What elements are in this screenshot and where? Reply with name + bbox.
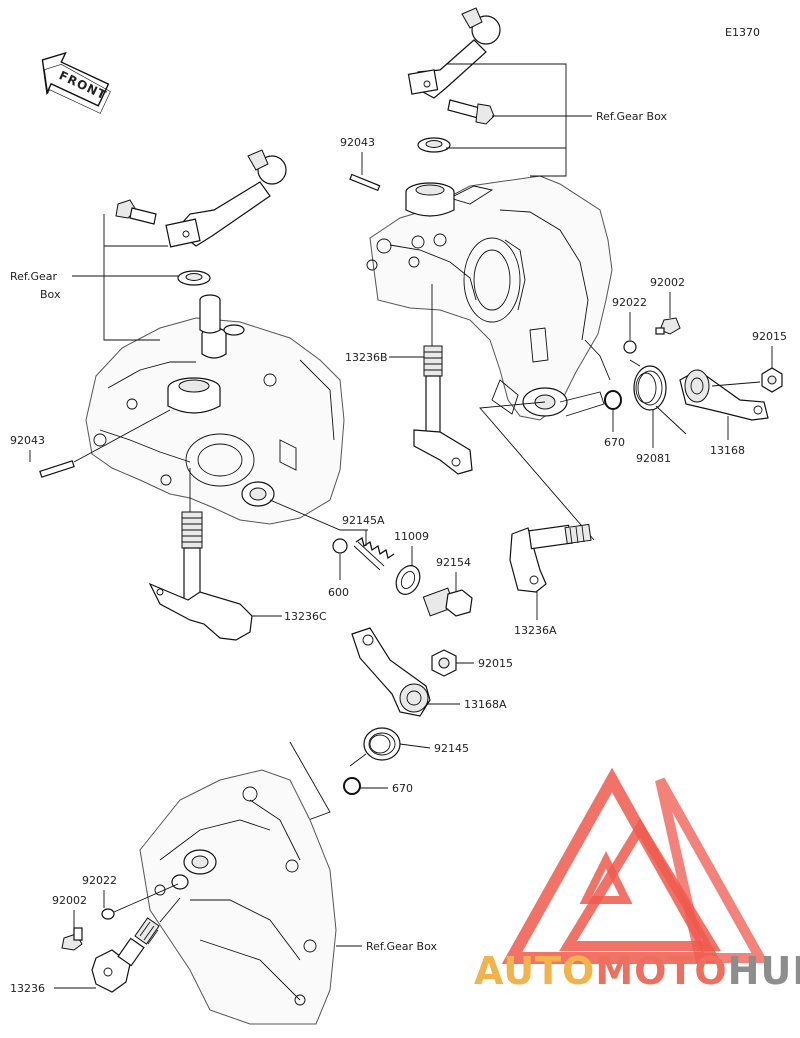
label-92002-left: 92002 bbox=[52, 894, 87, 907]
pin-upper bbox=[349, 173, 381, 192]
label-92022-right: 92022 bbox=[612, 296, 647, 309]
wordmark-auto: AUTO bbox=[474, 949, 595, 993]
label-13236B: 13236B bbox=[345, 351, 388, 364]
spring-92145A bbox=[353, 536, 395, 571]
spring-92081 bbox=[629, 359, 687, 435]
bolt-92002-left bbox=[61, 927, 83, 951]
pin-left bbox=[39, 460, 75, 478]
gearbox-housing-upper bbox=[366, 175, 613, 421]
label-13236C: 13236C bbox=[284, 610, 327, 623]
gasket-11009 bbox=[395, 565, 421, 595]
label-13168A: 13168A bbox=[464, 698, 507, 711]
plug-92154 bbox=[422, 587, 473, 617]
shaft-13236B bbox=[413, 345, 473, 475]
diagram-code: E1370 bbox=[725, 26, 760, 39]
automotohub-wordmark: AUTOMOTOHUB bbox=[474, 949, 800, 993]
nut-92015-right bbox=[761, 367, 783, 393]
shift-lever-left bbox=[165, 149, 287, 248]
shaft-13236C bbox=[148, 511, 253, 641]
label-92015-right: 92015 bbox=[752, 330, 787, 343]
washer-92022-right bbox=[623, 340, 637, 354]
label-13168: 13168 bbox=[710, 444, 745, 457]
label-92043-top: 92043 bbox=[340, 136, 375, 149]
label-13236: 13236 bbox=[10, 982, 45, 995]
label-11009: 11009 bbox=[394, 530, 429, 543]
bolt-left bbox=[115, 199, 157, 225]
label-ref-gear-box-bottom: Ref.Gear Box bbox=[366, 940, 437, 953]
washer-92022-left bbox=[101, 908, 115, 920]
wordmark-hub: HUB bbox=[728, 949, 800, 993]
label-600: 600 bbox=[328, 586, 349, 599]
ball-600 bbox=[332, 538, 348, 554]
shaft-13236A bbox=[509, 523, 592, 593]
label-13236A: 13236A bbox=[514, 624, 557, 637]
shaft-13236 bbox=[91, 917, 160, 993]
label-92154: 92154 bbox=[436, 556, 471, 569]
label-92145A: 92145A bbox=[342, 514, 385, 527]
nut-92015-mid bbox=[431, 649, 457, 677]
shift-lever-upper bbox=[407, 7, 501, 99]
arm-13168 bbox=[679, 369, 769, 421]
label-92043-left: 92043 bbox=[10, 434, 45, 447]
shift-shaft-tube-left bbox=[199, 294, 221, 334]
bolt-92002-right bbox=[655, 317, 681, 335]
o-ring-670-right bbox=[604, 390, 622, 410]
arm-13168A bbox=[351, 627, 431, 717]
label-92145: 92145 bbox=[434, 742, 469, 755]
automotohub-logo bbox=[501, 767, 769, 964]
oil-seal-left bbox=[177, 270, 211, 286]
label-92081: 92081 bbox=[636, 452, 671, 465]
label-92015-mid: 92015 bbox=[478, 657, 513, 670]
spring-92145 bbox=[349, 727, 401, 767]
gearbox-housing-bottom bbox=[139, 769, 337, 1025]
label-670-right: 670 bbox=[604, 436, 625, 449]
label-92002-right: 92002 bbox=[650, 276, 685, 289]
bolt-upper bbox=[447, 99, 495, 125]
o-ring-670-mid bbox=[343, 777, 361, 795]
label-670-mid: 670 bbox=[392, 782, 413, 795]
front-arrow-icon: FRONT bbox=[41, 51, 111, 114]
gearbox-housing-left bbox=[85, 317, 345, 525]
label-ref-gear-left-2: Box bbox=[40, 288, 61, 301]
oil-seal-upper bbox=[417, 137, 451, 153]
wordmark-moto: MOTO bbox=[595, 949, 727, 993]
label-92022-left: 92022 bbox=[82, 874, 117, 887]
label-ref-gear-left-1: Ref.Gear bbox=[10, 270, 58, 283]
label-ref-gear-box-top: Ref.Gear Box bbox=[596, 110, 667, 123]
